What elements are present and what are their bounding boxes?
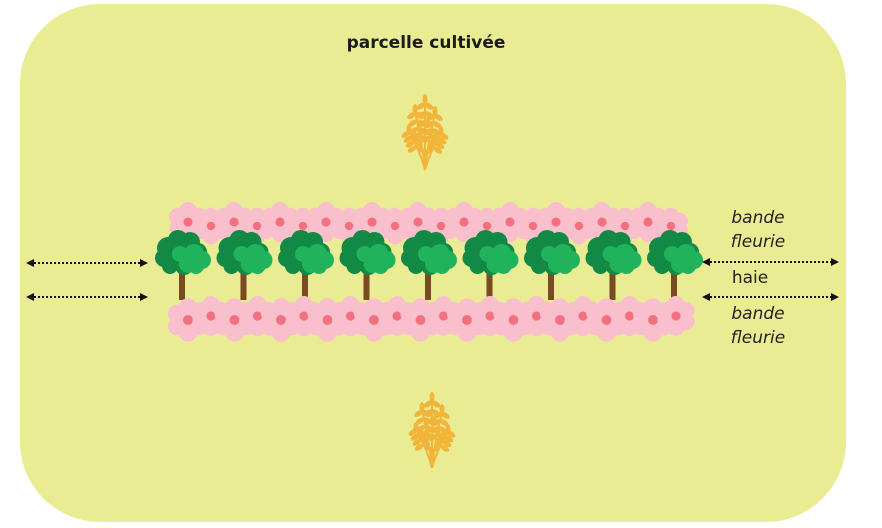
hedge-row bbox=[155, 230, 703, 300]
tree-icon bbox=[155, 230, 211, 300]
tree-icon bbox=[462, 230, 519, 300]
flower-icon bbox=[657, 295, 695, 337]
tree-icon bbox=[401, 230, 457, 300]
tree-icon bbox=[524, 230, 580, 300]
tree-icon bbox=[216, 230, 273, 300]
label-bottom-strip-line2: fleurie bbox=[730, 328, 786, 348]
tree-icon bbox=[278, 230, 334, 300]
label-hedge: haie bbox=[731, 268, 769, 288]
label-bottom-strip-line1: bande bbox=[731, 304, 785, 324]
flower-strip-top bbox=[169, 201, 688, 245]
wheat-group bbox=[401, 94, 456, 469]
diagram-title: parcelle cultivée bbox=[346, 33, 506, 53]
flower-strip-bottom bbox=[167, 295, 695, 342]
label-top-strip: bande fleurie bbox=[718, 206, 798, 254]
label-top-strip-line2: fleurie bbox=[730, 232, 786, 252]
label-top-strip-line1: bande bbox=[731, 208, 785, 228]
arrow-group bbox=[26, 258, 839, 301]
label-bottom-strip: bande fleurie bbox=[718, 302, 798, 350]
tree-icon bbox=[585, 230, 642, 300]
tree-icon bbox=[647, 230, 703, 300]
wheat-icon bbox=[408, 392, 456, 469]
tree-icon bbox=[339, 230, 396, 300]
wheat-icon bbox=[401, 94, 449, 171]
